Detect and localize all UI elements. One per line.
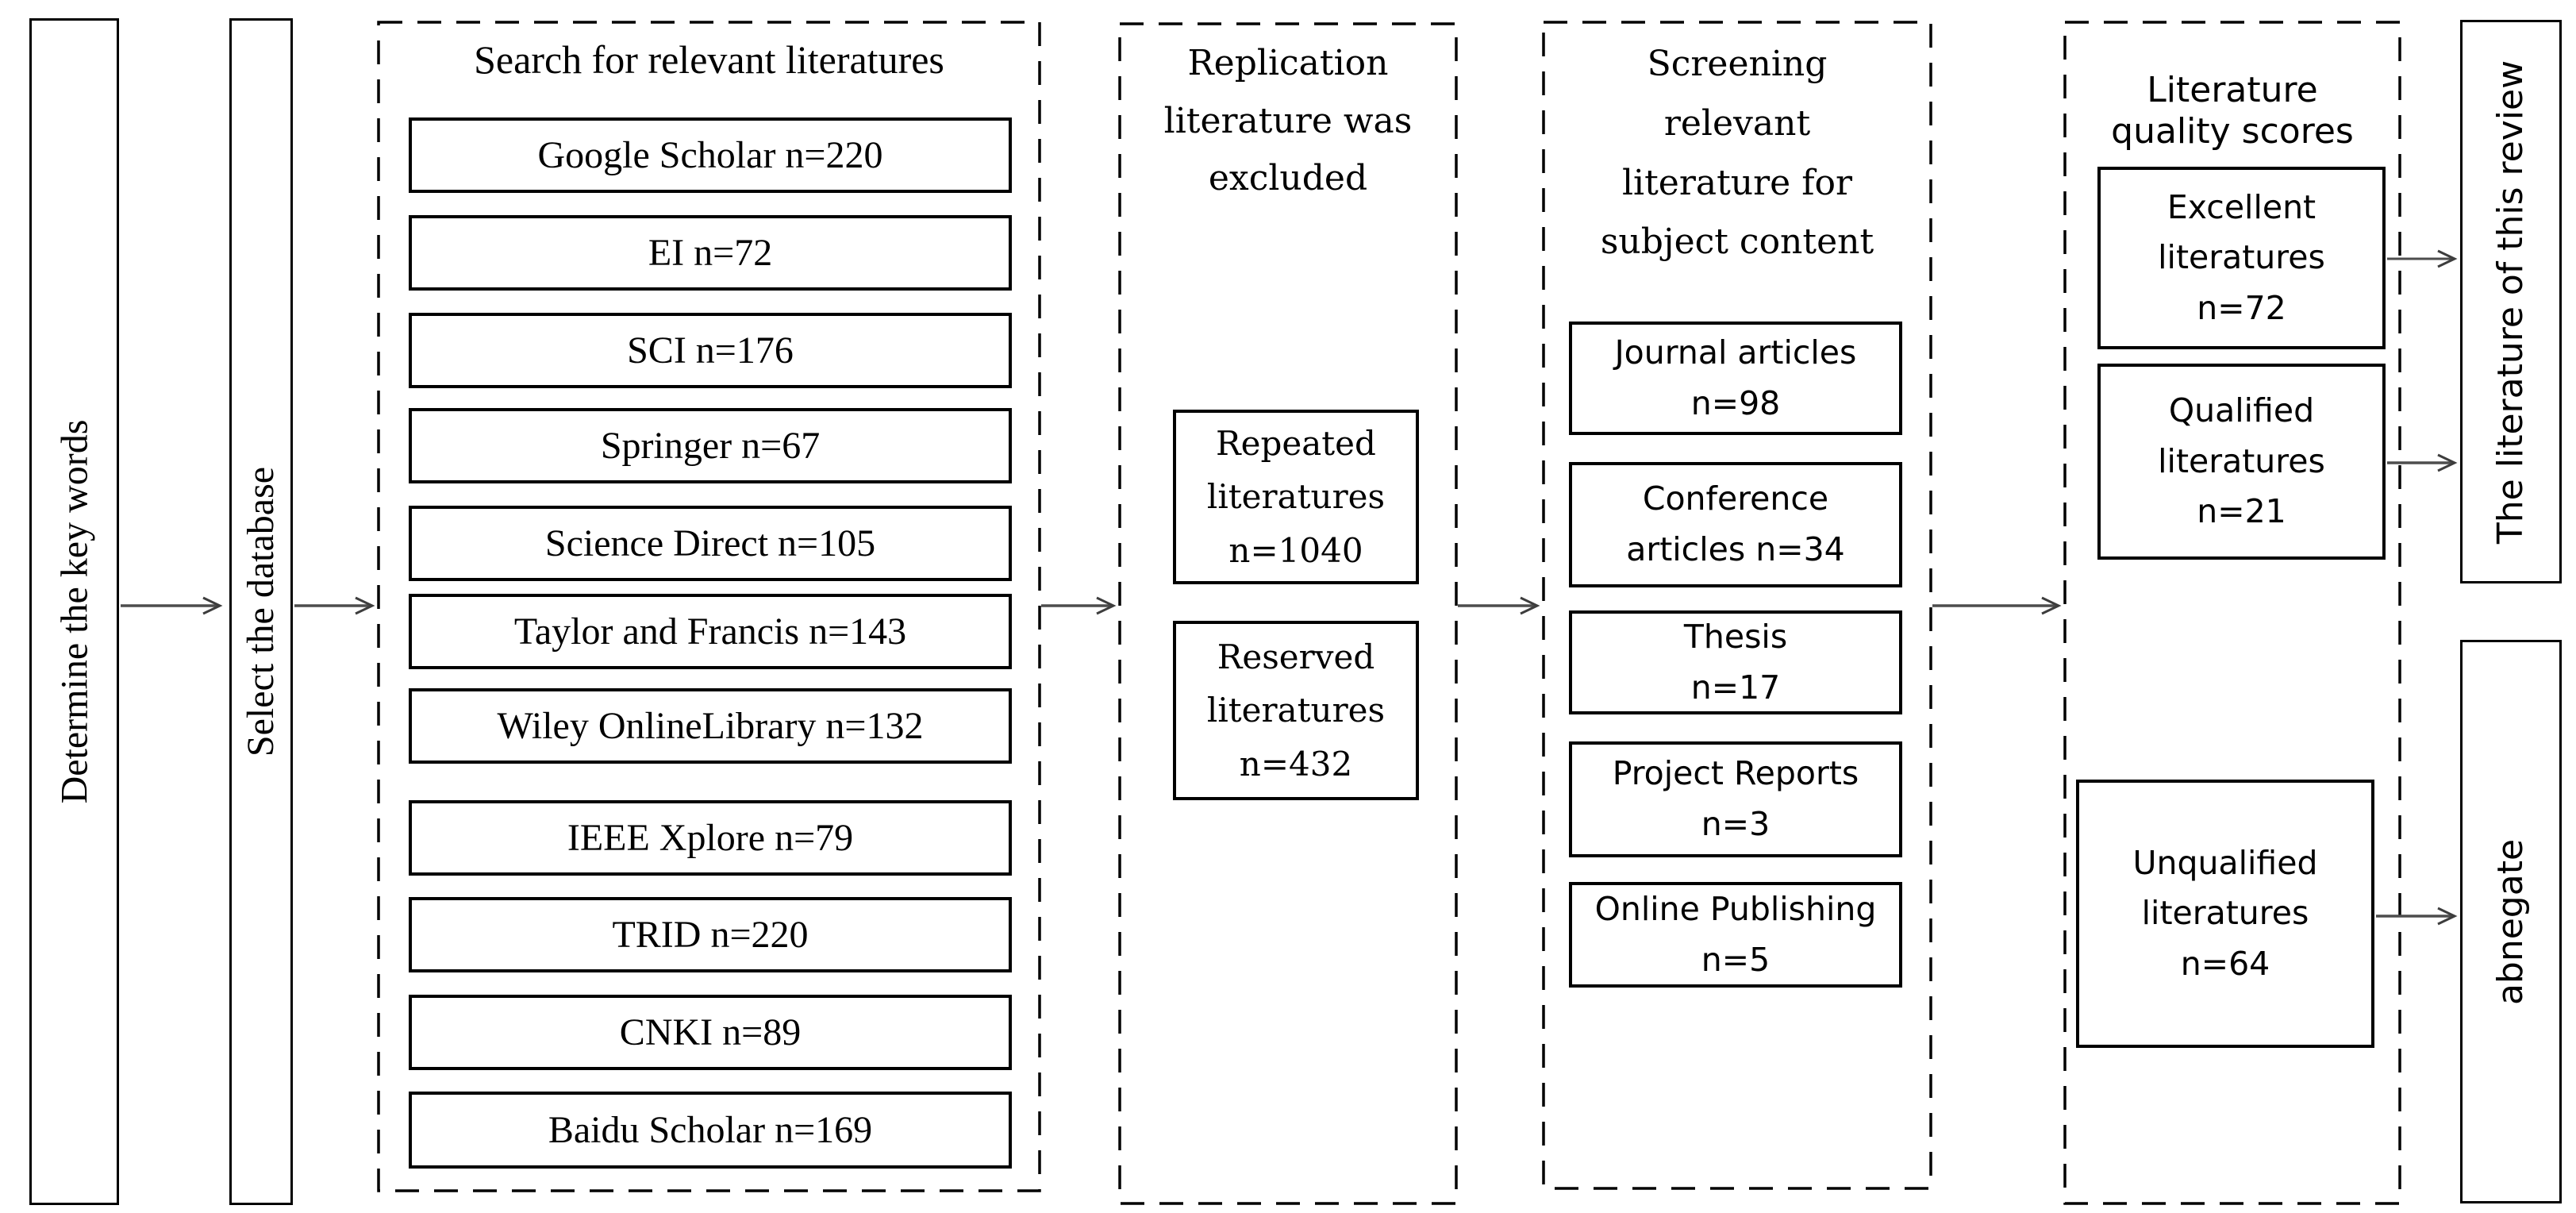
database-label: EI n=72 — [648, 232, 773, 274]
quality-group-dashed-border — [2063, 21, 2401, 1205]
database-label: IEEE Xplore n=79 — [567, 817, 854, 859]
step-select-database-label: Select the database — [240, 466, 283, 757]
journal-articles-box: Journal articles n=98 — [1569, 322, 1902, 435]
project-reports-box: Project Reports n=3 — [1569, 741, 1902, 857]
reserved-literatures-label: Reserved literatures n=432 — [1206, 637, 1386, 784]
database-label: CNKI n=89 — [619, 1011, 802, 1053]
database-label: Science Direct n=105 — [544, 522, 876, 564]
abnegate-outcome-label: abnegate — [2490, 838, 2532, 1005]
database-label: Google Scholar n=220 — [537, 134, 883, 176]
database-box-baidu-scholar: Baidu Scholar n=169 — [409, 1092, 1012, 1169]
database-box-cnki: CNKI n=89 — [409, 995, 1012, 1070]
step-select-database-box: Select the database — [229, 18, 293, 1205]
reserved-literatures-box: Reserved literatures n=432 — [1173, 621, 1419, 800]
abnegate-outcome-box: abnegate — [2460, 640, 2562, 1203]
qualified-literatures-box: Qualified literatures n=21 — [2097, 364, 2386, 560]
project-reports-label: Project Reports n=3 — [1612, 754, 1859, 843]
review-outcome-label: The literature of this review — [2490, 60, 2532, 544]
database-box-sci: SCI n=176 — [409, 313, 1012, 388]
database-box-google-scholar: Google Scholar n=220 — [409, 117, 1012, 193]
database-box-taylor-francis: Taylor and Francis n=143 — [409, 594, 1012, 669]
quality-group-title: Literature quality scores — [2111, 70, 2354, 152]
database-label: Taylor and Francis n=143 — [513, 610, 907, 653]
online-publishing-box: Online Publishing n=5 — [1569, 882, 1902, 988]
search-group-title: Search for relevant literatures — [474, 37, 944, 82]
database-label: Baidu Scholar n=169 — [548, 1109, 873, 1151]
database-label: Springer n=67 — [600, 425, 821, 467]
database-box-ieee-xplore: IEEE Xplore n=79 — [409, 800, 1012, 876]
step-determine-keywords-box: Determine the key words — [29, 18, 119, 1205]
thesis-box: Thesis n=17 — [1569, 610, 1902, 714]
repeated-literatures-box: Repeated literatures n=1040 — [1173, 410, 1419, 584]
thesis-label: Thesis n=17 — [1683, 617, 1788, 707]
review-outcome-box: The literature of this review — [2460, 20, 2562, 583]
journal-articles-label: Journal articles n=98 — [1614, 333, 1857, 422]
replication-group-dashed-border — [1118, 22, 1458, 1205]
database-box-springer: Springer n=67 — [409, 408, 1012, 483]
conference-articles-label: Conference articles n=34 — [1626, 479, 1845, 568]
unqualified-literatures-label: Unqualified literatures n=64 — [2132, 843, 2318, 983]
database-box-ei: EI n=72 — [409, 215, 1012, 291]
conference-articles-box: Conference articles n=34 — [1569, 462, 1902, 587]
search-group-dashed-border — [377, 21, 1041, 1192]
excellent-literatures-label: Excellent literatures n=72 — [2158, 187, 2325, 327]
database-box-science-direct: Science Direct n=105 — [409, 506, 1012, 581]
online-publishing-label: Online Publishing n=5 — [1594, 889, 1877, 979]
database-box-trid: TRID n=220 — [409, 897, 1012, 972]
unqualified-literatures-box: Unqualified literatures n=64 — [2076, 780, 2374, 1048]
screening-group-title: Screening relevant literature for subjec… — [1600, 44, 1874, 263]
database-label: TRID n=220 — [612, 914, 809, 956]
database-label: SCI n=176 — [627, 329, 794, 372]
excellent-literatures-box: Excellent literatures n=72 — [2097, 167, 2386, 349]
repeated-literatures-label: Repeated literatures n=1040 — [1206, 424, 1386, 570]
database-box-wiley: Wiley OnlineLibrary n=132 — [409, 688, 1012, 764]
step-determine-keywords-label: Determine the key words — [53, 419, 95, 804]
database-label: Wiley OnlineLibrary n=132 — [497, 705, 924, 747]
qualified-literatures-label: Qualified literatures n=21 — [2158, 391, 2325, 531]
replication-group-title: Replication literature was excluded — [1163, 43, 1413, 199]
